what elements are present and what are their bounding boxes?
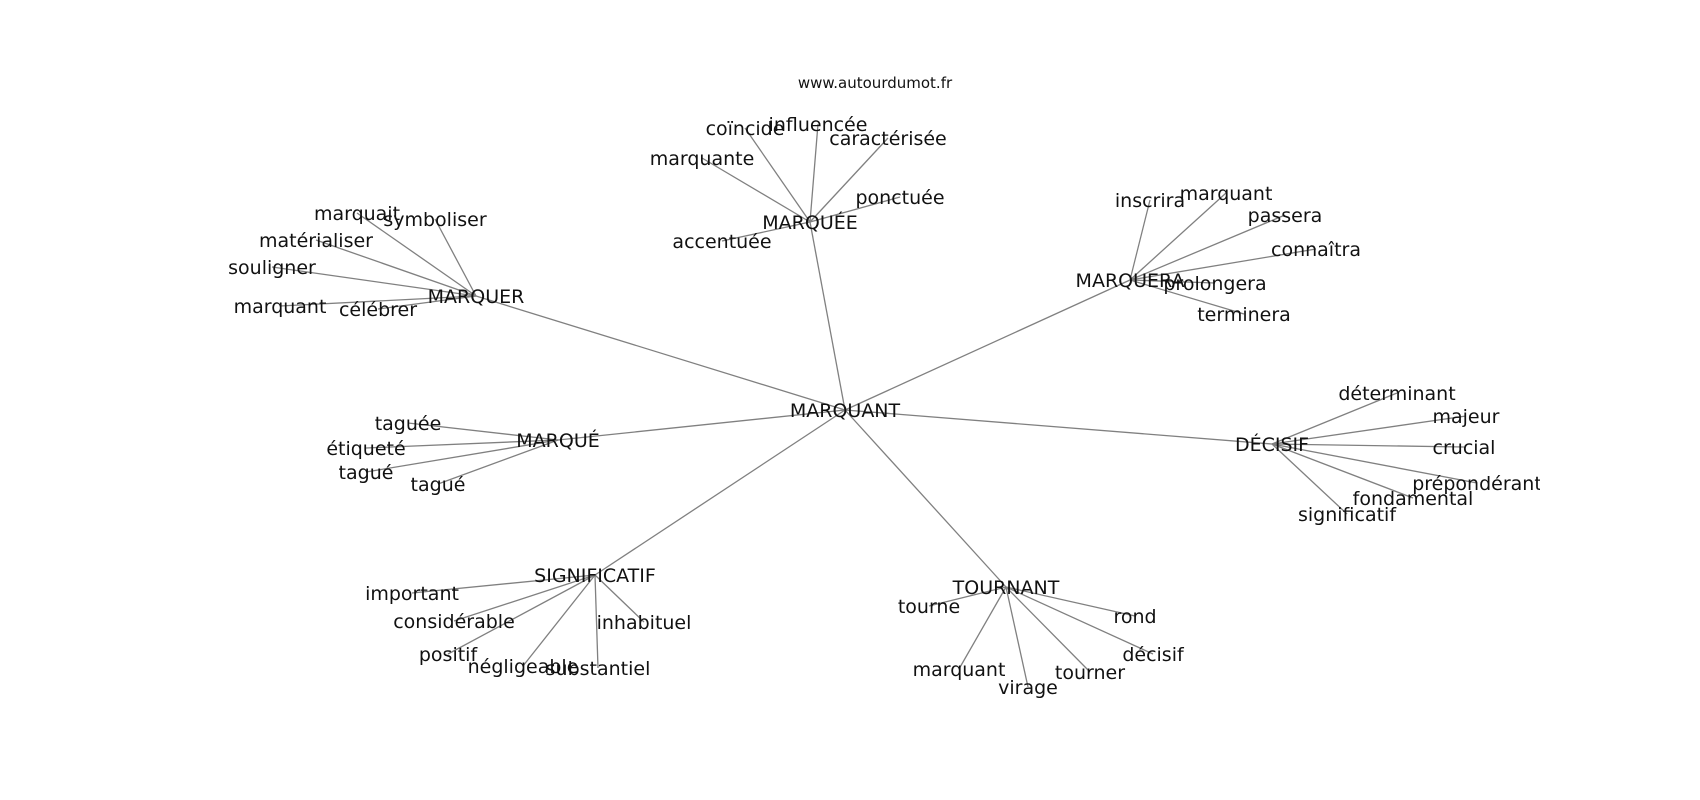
edge-center-marque bbox=[557, 409, 846, 441]
leaf-node-marquer-marquait[interactable]: marquait bbox=[314, 203, 400, 225]
leaf-node-marque-tague[interactable]: tagué bbox=[339, 462, 394, 484]
leaf-node-decisif-crucial[interactable]: crucial bbox=[1433, 437, 1496, 459]
edge-marquera-passera-2 bbox=[1129, 214, 1286, 281]
edge-significatif-important-0 bbox=[411, 574, 596, 594]
edge-marquer-symboliser-1 bbox=[434, 218, 477, 297]
leaf-node-decisif-fondamental[interactable]: fondamental bbox=[1353, 488, 1474, 510]
edge-center-marquee bbox=[809, 221, 846, 411]
leaf-node-tournant-decisif[interactable]: décisif bbox=[1122, 644, 1185, 666]
leaf-node-tournant-marquant[interactable]: marquant bbox=[913, 659, 1006, 681]
leaf-node-decisif-majeur[interactable]: majeur bbox=[1433, 406, 1500, 428]
hub-node-decisif[interactable]: DÉCISIF bbox=[1235, 433, 1309, 456]
edge-marquera-prolongera-4 bbox=[1129, 279, 1216, 284]
leaf-node-marquera-prolongera[interactable]: prolongera bbox=[1163, 273, 1266, 295]
leaf-node-marquera-inscrira[interactable]: inscrira bbox=[1115, 190, 1185, 212]
edge-marquee-accentuee-5 bbox=[721, 221, 811, 242]
edge-tournant-tourner-5 bbox=[1005, 586, 1091, 673]
leaf-node-decisif-determinant[interactable]: déterminant bbox=[1338, 383, 1455, 405]
leaf-node-marque-etiquete[interactable]: étiqueté bbox=[326, 438, 405, 460]
leaf-node-marquera-connaitra[interactable]: connaîtra bbox=[1271, 239, 1361, 261]
edge-marquera-terminera-5 bbox=[1129, 279, 1245, 315]
leaf-node-marquer-symboliser[interactable]: symboliser bbox=[383, 209, 486, 231]
edge-center-decisif bbox=[844, 409, 1273, 445]
edge-marque-tague-2 bbox=[365, 439, 559, 473]
leaf-node-marque-tague[interactable]: tagué bbox=[411, 474, 466, 496]
leaf-node-tournant-tourner[interactable]: tourner bbox=[1055, 662, 1125, 684]
edge-decisif-preponderant-3 bbox=[1271, 443, 1478, 484]
leaf-node-marquee-coincide[interactable]: coïncide bbox=[706, 118, 785, 140]
edge-marquee-caracterisee-2 bbox=[809, 137, 889, 223]
site-credit: www.autourdumot.fr bbox=[798, 74, 953, 92]
edge-marquee-coincide-0 bbox=[744, 127, 811, 223]
edge-tournant-rond-1 bbox=[1005, 586, 1136, 617]
hub-node-marquee[interactable]: MARQUÉE bbox=[762, 211, 857, 234]
edge-center-significatif bbox=[594, 409, 846, 576]
edge-decisif-determinant-0 bbox=[1271, 392, 1398, 445]
edge-decisif-significatif-5 bbox=[1271, 443, 1348, 515]
leaf-node-tournant-tourne[interactable]: tourne bbox=[898, 596, 960, 618]
leaf-node-decisif-significatif[interactable]: significatif bbox=[1298, 504, 1397, 526]
edge-tournant-virage-4 bbox=[1005, 586, 1029, 688]
leaf-node-decisif-preponderant[interactable]: prépondérant bbox=[1412, 473, 1542, 495]
edge-marquee-influencee-1 bbox=[809, 123, 819, 223]
edge-marquera-connaitra-3 bbox=[1129, 248, 1317, 281]
leaf-node-significatif-considerable[interactable]: considérable bbox=[393, 611, 515, 633]
leaf-node-marquee-marquante[interactable]: marquante bbox=[650, 148, 755, 170]
edge-marquera-marquant-1 bbox=[1129, 192, 1227, 281]
edge-decisif-majeur-1 bbox=[1271, 415, 1467, 445]
hub-node-marquer[interactable]: MARQUER bbox=[428, 286, 525, 308]
edge-marquer-marquant-4 bbox=[279, 295, 477, 307]
leaf-node-marquer-materialiser[interactable]: matérialiser bbox=[259, 230, 373, 252]
leaf-node-marquera-terminera[interactable]: terminera bbox=[1197, 304, 1291, 326]
edge-marque-taguee-0 bbox=[407, 422, 559, 441]
hub-node-marque[interactable]: MARQUÉ bbox=[516, 429, 599, 452]
leaf-node-significatif-substantiel[interactable]: substantiel bbox=[546, 658, 651, 680]
edge-marquera-inscrira-0 bbox=[1129, 199, 1151, 281]
edge-significatif-substantiel-4 bbox=[594, 574, 599, 669]
edge-marquer-celebrer-5 bbox=[377, 295, 477, 310]
leaf-node-marquer-souligner[interactable]: souligner bbox=[228, 257, 316, 279]
leaf-node-significatif-negligeable[interactable]: négligeable bbox=[468, 656, 579, 678]
edge-tournant-marquant-3 bbox=[958, 586, 1007, 670]
edge-tournant-decisif-2 bbox=[1005, 586, 1154, 655]
hub-node-tournant[interactable]: TOURNANT bbox=[952, 577, 1060, 599]
edge-decisif-crucial-2 bbox=[1271, 443, 1465, 448]
leaf-node-marquee-ponctuee[interactable]: ponctuée bbox=[855, 187, 944, 209]
edge-marquer-marquait-0 bbox=[356, 212, 477, 297]
edge-marquee-marquante-3 bbox=[701, 157, 811, 223]
edge-center-tournant bbox=[844, 409, 1007, 588]
edge-marquee-ponctuee-4 bbox=[809, 196, 901, 223]
edge-decisif-fondamental-4 bbox=[1271, 443, 1414, 499]
hub-node-marquera[interactable]: MARQUERA bbox=[1076, 270, 1185, 292]
leaf-node-significatif-positif[interactable]: positif bbox=[419, 644, 479, 666]
edge-significatif-negligeable-3 bbox=[522, 574, 596, 667]
edge-significatif-positif-2 bbox=[447, 574, 596, 655]
edge-tournant-tourne-0 bbox=[928, 586, 1007, 607]
leaf-node-significatif-inhabituel[interactable]: inhabituel bbox=[597, 612, 692, 634]
leaf-node-marquee-influencee[interactable]: influencée bbox=[769, 114, 868, 136]
leaf-node-marque-taguee[interactable]: taguée bbox=[375, 413, 442, 435]
edge-significatif-considerable-1 bbox=[453, 574, 596, 622]
edge-marque-etiquete-1 bbox=[365, 439, 559, 449]
edge-marquer-materialiser-2 bbox=[315, 239, 477, 297]
edge-marquer-souligner-3 bbox=[271, 266, 477, 297]
edge-center-marquera bbox=[844, 279, 1131, 411]
edge-center-marquer bbox=[475, 295, 846, 411]
center-node-marquant[interactable]: MARQUANT bbox=[790, 400, 901, 422]
hub-node-significatif[interactable]: SIGNIFICATIF bbox=[534, 565, 656, 587]
graph-edges bbox=[271, 123, 1478, 688]
edge-significatif-inhabituel-5 bbox=[594, 574, 645, 623]
leaf-node-marquera-marquant[interactable]: marquant bbox=[1180, 183, 1273, 205]
leaf-node-tournant-rond[interactable]: rond bbox=[1113, 606, 1156, 628]
leaf-node-tournant-virage[interactable]: virage bbox=[998, 677, 1058, 699]
leaf-node-marquera-passera[interactable]: passera bbox=[1248, 205, 1323, 227]
leaf-node-marquee-caracterisee[interactable]: caractérisée bbox=[829, 128, 947, 150]
leaf-node-marquer-celebrer[interactable]: célébrer bbox=[339, 299, 417, 321]
leaf-node-significatif-important[interactable]: important bbox=[365, 583, 459, 605]
leaf-node-marquer-marquant[interactable]: marquant bbox=[234, 296, 327, 318]
edge-marque-tague-3 bbox=[437, 439, 559, 485]
leaf-node-marquee-accentuee[interactable]: accentuée bbox=[672, 231, 771, 253]
